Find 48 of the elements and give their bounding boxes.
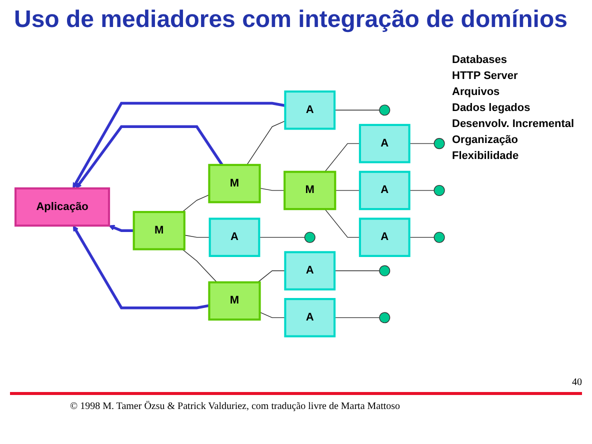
connector — [408, 237, 434, 238]
note-text: HTTP Server — [452, 70, 519, 82]
node-circle — [304, 232, 316, 243]
node-box: A — [358, 218, 410, 258]
connector — [257, 270, 286, 283]
connector — [324, 208, 360, 238]
node-circle — [379, 312, 390, 324]
title: Uso de mediadores com integração de domínios — [14, 6, 568, 34]
connector — [408, 143, 434, 144]
connector — [334, 190, 360, 191]
connector — [408, 190, 434, 191]
arrow — [76, 125, 224, 189]
node-box: Aplicação — [14, 187, 110, 227]
node-box: A — [208, 218, 260, 258]
node-box: M — [132, 211, 186, 250]
node-box: M — [284, 170, 336, 210]
note-text: Dados legados — [452, 102, 532, 114]
node-circle — [434, 138, 445, 150]
connector — [184, 234, 210, 238]
connector — [182, 248, 218, 283]
node-circle — [379, 104, 390, 116]
connector — [334, 110, 380, 111]
node-box: A — [284, 298, 336, 338]
node-box: A — [358, 124, 410, 164]
arrow — [108, 224, 134, 232]
connector — [334, 317, 380, 318]
arrow — [72, 102, 286, 189]
connector — [324, 143, 360, 172]
note-text: Desenvolv. Incremental — [452, 118, 576, 130]
node-box: A — [358, 170, 410, 210]
page-number: 40 — [572, 377, 582, 388]
arrow — [72, 225, 210, 310]
note-text: Organização — [452, 134, 520, 146]
node-circle — [434, 185, 445, 196]
node-box: M — [208, 164, 261, 204]
node-box: A — [284, 251, 336, 291]
connector — [246, 120, 286, 166]
note-text: Arquivos — [452, 86, 501, 98]
node-box: A — [284, 90, 336, 130]
node-circle — [379, 265, 390, 276]
copyright-note: © 1998 M. Tamer Özsu & Patrick Valduriez, com tradução livre de Marta Mattoso — [70, 401, 400, 412]
connector — [182, 194, 210, 212]
node-circle — [434, 232, 445, 243]
note-text: Databases — [452, 54, 508, 66]
connector — [334, 270, 380, 272]
note-text: Flexibilidade — [452, 150, 520, 162]
connector — [258, 237, 306, 238]
node-box: M — [208, 281, 261, 321]
